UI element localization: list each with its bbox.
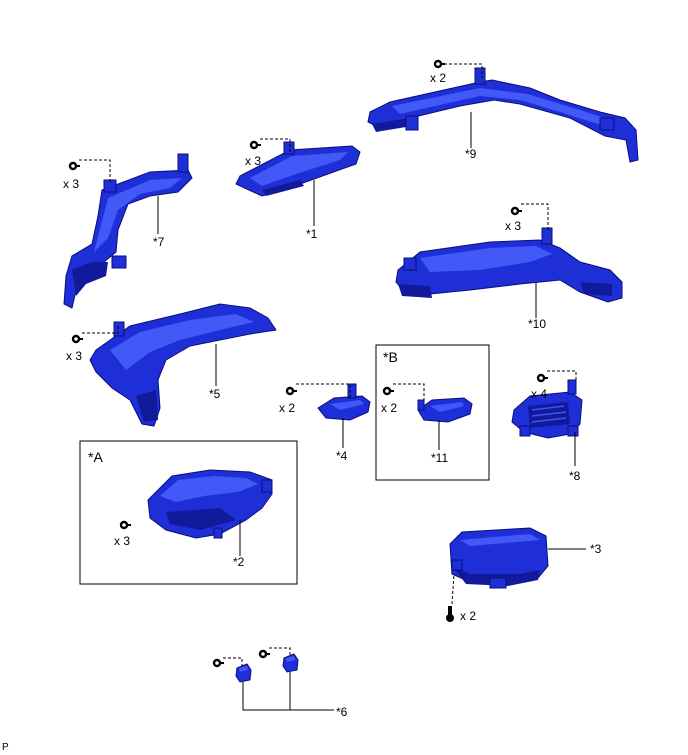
clip-icon [433,59,445,69]
clip-group-1: x 3 [245,138,291,168]
duct-part-10 [395,227,623,303]
part-label-7: *7 [153,235,165,249]
clip-icon [71,334,83,344]
qty-label-4: x 2 [279,401,295,415]
clip-icon [212,658,224,668]
clip-icon [68,161,80,171]
part-label-5: *5 [209,387,221,401]
box-label-a: *A [88,449,103,465]
clip-group-2: x 3 [114,520,131,548]
qty-label-8: x 4 [531,387,547,401]
vent-part-1 [235,141,361,197]
sensor-part-6a [235,663,252,683]
duct-part-7 [63,153,193,309]
unit-part-2 [147,469,273,539]
qty-label-7: x 3 [63,177,79,191]
clip-group-8: x 4 [531,370,577,401]
clip-group-6 [212,647,291,668]
detail-box-a [79,440,298,585]
qty-label-10: x 3 [505,219,521,233]
clip-icon [285,386,297,396]
clip-group-4: x 2 [279,383,351,415]
qty-label-3: x 2 [460,609,476,623]
clip-icon [510,206,522,216]
qty-label-11: x 2 [381,401,397,415]
part-label-10: *10 [528,317,546,331]
qty-label-2: x 3 [114,534,130,548]
clip-icon [119,520,131,530]
qty-label-5: x 3 [66,349,82,363]
clip-group-7: x 3 [63,159,111,191]
vent-part-4 [317,383,371,421]
duct-part-9 [367,67,639,163]
part-label-2: *2 [233,555,245,569]
part-label-4: *4 [336,449,348,463]
clip-icon [382,386,394,396]
part-label-8: *8 [569,469,581,483]
part-label-9: *9 [465,147,477,161]
ecu-part-3 [449,527,549,589]
bolt-icon [446,573,455,622]
clip-group-10: x 3 [505,203,549,233]
clip-icon [258,649,270,659]
duct-part-5 [89,303,277,427]
part-label-1: *1 [306,227,318,241]
register-part-8 [511,379,583,439]
clip-group-11: x 2 [381,383,425,415]
part-label-3: *3 [590,542,602,556]
detail-box-b [375,344,490,481]
clip-group-9: x 2 [430,59,483,85]
box-label-b: *B [383,349,398,365]
sensor-part-6b [282,653,299,673]
qty-label-9: x 2 [430,71,446,85]
clip-group-5: x 3 [66,324,119,363]
clip-icon [249,140,261,150]
part-label-11: *11 [431,451,448,465]
clip-icon [536,373,548,383]
vent-part-11 [417,397,473,423]
part-label-6: *6 [336,705,348,719]
diagram-code: P [2,742,9,753]
qty-label-1: x 3 [245,154,261,168]
